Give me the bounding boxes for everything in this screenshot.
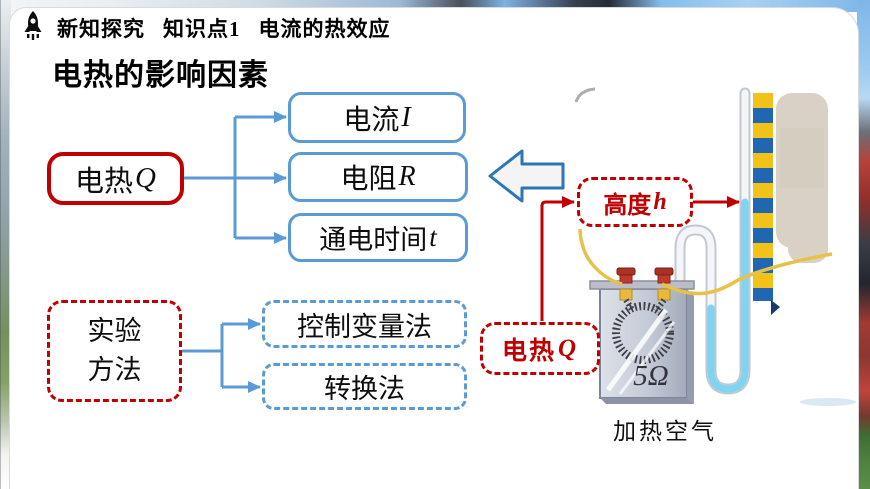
method-control-variables-box: 控制变量法 (262, 300, 467, 348)
method-conversion-box: 转换法 (262, 363, 467, 410)
scale-pennant (771, 300, 780, 315)
factor-label: 电流 (343, 104, 400, 136)
background-photo-left-strip (0, 0, 11, 489)
method-item-label: 转换法 (324, 374, 405, 404)
experiment-method-box: 实验 方法 (47, 300, 182, 402)
height-h-annotation-box: 高度 h (577, 177, 693, 227)
method-item-label: 控制变量法 (297, 311, 432, 342)
wires (578, 228, 833, 296)
heat-q-label: 电热 (75, 165, 134, 198)
header-lesson: 知识点1 (163, 16, 241, 41)
block-arrow-left-icon (488, 149, 565, 203)
heat-q-var: Q (135, 162, 156, 194)
method-line2: 方法 (87, 355, 142, 385)
factor-time-box: 通电时间 t (288, 213, 468, 262)
heat-q-box: 电热 Q (47, 152, 184, 205)
page-title: 电热的影响因素 (52, 59, 269, 92)
terminal-sleeve (619, 288, 633, 301)
heat-label: 电热 (501, 337, 556, 365)
factor-current-box: 电流 I (288, 92, 466, 143)
glass-tube (674, 87, 751, 395)
factor-var: I (401, 101, 411, 133)
factor-var: t (429, 222, 437, 252)
factor-label: 通电时间 (319, 225, 428, 255)
method-line1: 实验 (87, 315, 142, 346)
measuring-scale (753, 93, 773, 301)
binding-post-icon (616, 267, 636, 284)
header-title: 新知探究 知识点1 电流的热效应 (57, 13, 391, 43)
header-topic: 电流的热效应 (258, 16, 391, 41)
terminal-sleeve (657, 288, 671, 301)
slide-header: 新知探究 知识点1 电流的热效应 (18, 10, 391, 45)
factor-label: 电阻 (340, 164, 397, 195)
factor-resistance-box: 电阻 R (288, 152, 468, 202)
slide: 新知探究 知识点1 电流的热效应 电热的影响因素 (10, 8, 858, 489)
heater-container: 5Ω (589, 267, 695, 404)
liquid-column (707, 198, 749, 393)
height-var: h (653, 188, 667, 215)
heat-q-annotation-box: 电热 Q (480, 322, 600, 375)
photo-smudge (800, 398, 856, 406)
photo-corner-arc (574, 87, 596, 103)
apparatus-caption: 加热空气 (613, 419, 717, 444)
height-label: 高度 (603, 192, 652, 219)
heat-var: Q (557, 334, 579, 362)
resistance-label: 5Ω (633, 360, 668, 392)
backdrop-blob (776, 93, 828, 263)
heating-coil-icon (612, 302, 674, 364)
factor-var: R (398, 161, 416, 192)
background-photo-right-strip (857, 0, 870, 489)
binding-post-icon (654, 267, 674, 284)
header-brand: 新知探究 (57, 16, 145, 41)
rocket-icon (24, 11, 42, 40)
